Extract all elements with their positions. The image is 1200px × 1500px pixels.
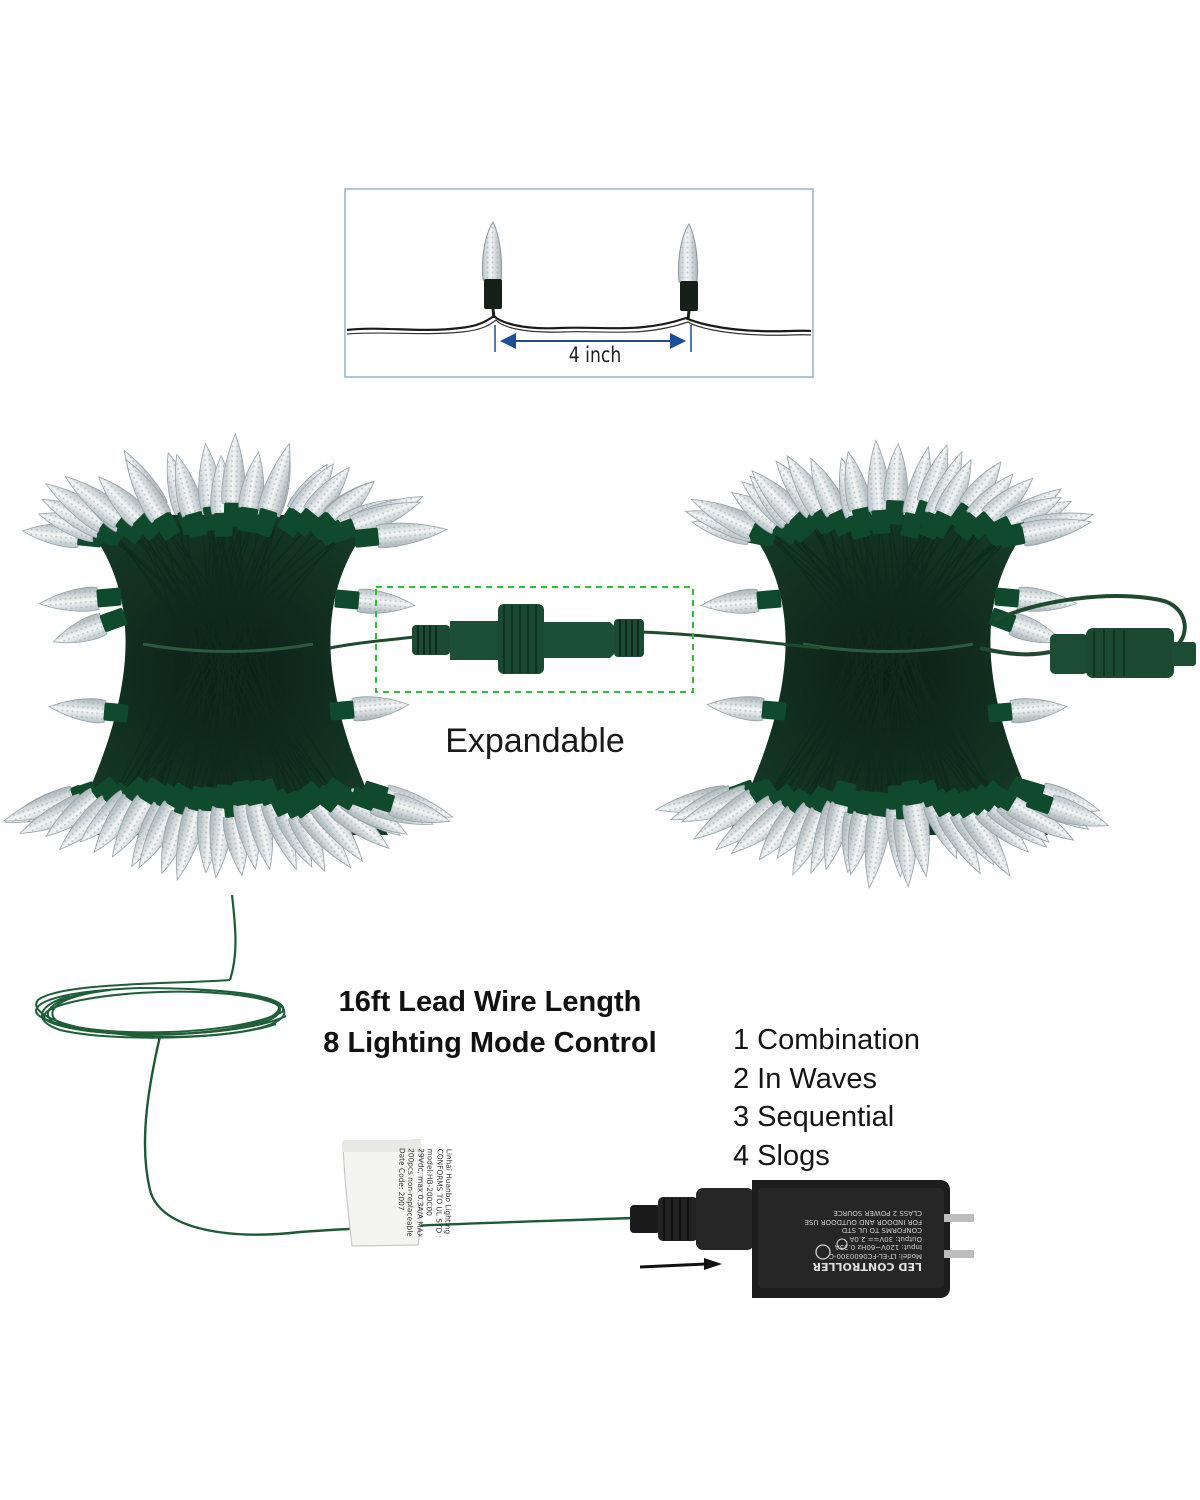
- bulb-icon: [677, 222, 699, 321]
- cable-tag-text: Linhai Huanbo Lighting Co. CONFORMS TO U…: [396, 1147, 454, 1237]
- bulb-icon: [847, 789, 879, 876]
- lead-wire-length-label: 16ft Lead Wire Length: [338, 986, 642, 1018]
- direction-arrow-icon: [639, 1258, 722, 1270]
- bulb-icon: [987, 698, 1068, 724]
- bulb-icon: [928, 788, 981, 875]
- bulb-icon: [111, 777, 166, 858]
- mode-item: 4 Slogs: [733, 1139, 830, 1172]
- bulb-icon: [309, 481, 375, 541]
- bulb-icon: [48, 698, 129, 724]
- connector-assembly: [329, 586, 821, 693]
- bulb-icon: [988, 607, 1064, 644]
- lead-wire: [35, 894, 633, 1236]
- bulb-icon: [174, 453, 208, 539]
- bulb-spacing-label: 4 inch: [568, 343, 622, 367]
- bulb-icon: [950, 789, 1011, 877]
- bulb-icon: [353, 522, 449, 549]
- bulb-icon: [221, 432, 246, 527]
- bulb-icon: [1026, 790, 1110, 827]
- spacing-dimension-arrow: [494, 325, 692, 352]
- bulb-icon: [988, 784, 1075, 841]
- bulb-icon: [52, 607, 128, 644]
- expandable-label: Expandable: [445, 722, 625, 760]
- left-light-bundle: [2, 432, 454, 882]
- lighting-mode-label: 8 Lighting Mode Control: [323, 1027, 657, 1059]
- bulb-icon: [64, 475, 145, 540]
- bulb-icon: [751, 470, 818, 539]
- bulb-icon: [291, 466, 350, 537]
- bulb-icon: [864, 791, 893, 890]
- bulb-icon: [286, 789, 352, 869]
- bulb-icon: [237, 451, 265, 533]
- bulb-icon: [481, 220, 503, 319]
- end-connector-icon: [979, 594, 1196, 678]
- expandable-highlight-box: [375, 586, 694, 693]
- cable-tag: [342, 1139, 424, 1247]
- bulb-icon: [125, 459, 181, 541]
- mode-item: 2 In Waves: [733, 1062, 877, 1095]
- adapter-label-text: LED CONTROLLER Model: LT-EL-FC0600300-C …: [804, 1209, 922, 1274]
- bulb-icon: [329, 696, 410, 722]
- lighting-mode-list: 1 Combination 2 In Waves 3 Sequential 4 …: [733, 1021, 920, 1175]
- waterproof-connector-icon: [412, 604, 644, 674]
- bulb-icon: [45, 776, 120, 837]
- bulb-icon: [966, 477, 1034, 540]
- mode-item: 3 Sequential: [733, 1101, 895, 1133]
- bulb-icon: [334, 588, 416, 614]
- bulb-icon: [98, 476, 162, 541]
- bulb-icon: [706, 696, 787, 722]
- bulb-icon: [901, 779, 930, 878]
- bulb-icon: [883, 442, 908, 525]
- bulb-icon: [844, 450, 874, 534]
- bulb-icon: [700, 588, 782, 614]
- led-controller-adapter: [630, 1180, 974, 1298]
- bulb-icon: [999, 518, 1093, 548]
- spacing-detail-box: [344, 188, 814, 378]
- bulb-icon: [253, 442, 291, 536]
- bulb-icon: [38, 586, 122, 612]
- bulb-icon: [329, 501, 422, 543]
- bulb-icon: [367, 789, 451, 823]
- right-light-bundle: [654, 439, 1110, 890]
- bulb-icon: [692, 779, 778, 840]
- mode-item: 1 Combination: [733, 1024, 920, 1056]
